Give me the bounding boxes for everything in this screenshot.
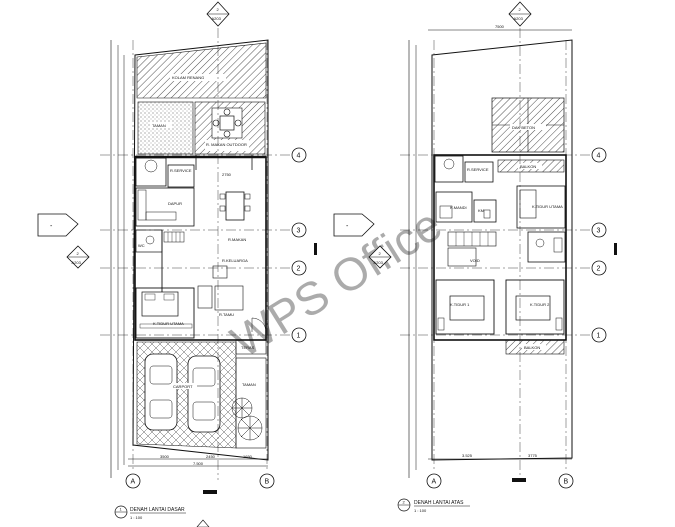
gf-row-bubble-2: 2 — [291, 260, 307, 276]
gf-room-family: R.KELUARGA — [222, 258, 248, 263]
uf-room-balcony: BALKON — [524, 345, 540, 350]
gf-dim-bottom-b: 2450 — [206, 454, 216, 459]
uf-row-bubble-1: 1 — [591, 327, 607, 343]
svg-text:B: B — [265, 479, 270, 486]
uf-dim-bottom-a: 3.525 — [462, 453, 473, 458]
gf-dim-total: 7.500 — [193, 461, 204, 466]
gf-room-pool: KOLAM RENANG — [172, 75, 204, 80]
gf-room-kitchen: DAPUR — [168, 201, 182, 206]
uf-title-block: 2 DENAH LANTAI ATAS 1 : 100 — [397, 498, 470, 513]
gf-room-garden: TAMAN — [152, 123, 166, 128]
svg-text:-: - — [50, 223, 53, 230]
uf-room-void: VOID — [470, 258, 480, 263]
gf-elevation-tag: - — [37, 213, 79, 237]
svg-text:2: 2 — [519, 7, 522, 12]
gf-title-block: 1 DENAH LANTAI DASAR 1 : 100 — [114, 505, 210, 527]
svg-text:4: 4 — [297, 153, 301, 160]
svg-text:A: A — [432, 479, 437, 486]
uf-room-balcony-top: BALKON — [520, 164, 536, 169]
upper-floor-plan: 7500 3.525 3775 DAK BETON BALKON R.SERVI… — [408, 24, 573, 482]
svg-text:-: - — [346, 223, 349, 230]
svg-text:3: 3 — [297, 228, 301, 235]
svg-text:A203: A203 — [72, 260, 82, 265]
gf-col-bubble-b: B — [259, 473, 275, 489]
svg-text:1: 1 — [120, 507, 123, 512]
uf-section-marker-left: 2 A203 — [368, 245, 392, 269]
uf-col-bubble-b: B — [558, 473, 574, 489]
gf-room-master-bed: K.TIDUR UTAMA — [153, 321, 184, 326]
gf-section-marker-top: 2 A203 — [206, 1, 230, 27]
gf-dim-top: 2750 — [222, 172, 232, 177]
uf-title: DENAH LANTAI ATAS — [414, 500, 464, 506]
svg-text:A203: A203 — [212, 16, 222, 21]
svg-text:1: 1 — [597, 333, 601, 340]
gf-title: DENAH LANTAI DASAR — [130, 507, 185, 513]
svg-text:2: 2 — [597, 266, 601, 273]
gf-dim-bottom-c: 1650 — [243, 454, 253, 459]
uf-room-roof: DAK BETON — [512, 125, 535, 130]
gf-room-living: R.TAMU — [219, 312, 234, 317]
gf-room-wc: WC — [138, 243, 145, 248]
svg-text:2: 2 — [77, 251, 80, 256]
svg-text:2: 2 — [217, 7, 220, 12]
uf-section-marker-top: 2 A203 — [508, 1, 532, 27]
grid-lines — [100, 28, 617, 480]
uf-scale: 1 : 100 — [414, 508, 427, 513]
gf-room-laundry: R.SERVICE — [170, 168, 192, 173]
uf-row-bubble-2: 2 — [591, 260, 607, 276]
svg-text:A: A — [131, 479, 136, 486]
svg-text:4: 4 — [597, 153, 601, 160]
gf-row-bubble-3: 3 — [291, 222, 307, 238]
uf-room-bath1: K.MANDI — [450, 205, 467, 210]
gf-row-bubble-1: 1 — [291, 327, 307, 343]
gf-col-bubble-a: A — [125, 473, 141, 489]
uf-col-bubble-a: A — [426, 473, 442, 489]
svg-text:2: 2 — [379, 251, 382, 256]
gf-room-outdoor-dining: R. MAKAN OUTDOOR — [206, 142, 247, 147]
uf-room-bath2: KM — [478, 208, 484, 213]
gf-room-carport: CARPORT — [173, 384, 193, 389]
uf-room-service: R.SERVICE — [467, 167, 489, 172]
uf-elevation-tag: - — [333, 213, 375, 237]
gf-scale: 1 : 100 — [130, 515, 143, 520]
svg-text:2: 2 — [297, 266, 301, 273]
svg-text:A203: A203 — [374, 260, 384, 265]
uf-room-bed2: K.TIDUR 2 — [530, 302, 550, 307]
gf-section-marker-left: 2 A203 — [66, 245, 90, 269]
uf-dim-top: 7500 — [495, 24, 505, 29]
svg-text:1: 1 — [297, 333, 301, 340]
svg-text:3: 3 — [597, 228, 601, 235]
uf-row-bubble-3: 3 — [591, 222, 607, 238]
uf-room-bed1: K.TIDUR 1 — [450, 302, 470, 307]
uf-row-bubble-4: 4 — [591, 147, 607, 163]
gf-dim-bottom-a: 3500 — [160, 454, 170, 459]
gf-room-terrace: TERAS — [241, 345, 255, 350]
gf-room-side-garden: TAMAN — [242, 382, 256, 387]
gf-room-dining: R.MAKAN — [228, 237, 246, 242]
uf-dim-bottom-b: 3775 — [528, 453, 538, 458]
svg-text:A203: A203 — [514, 16, 524, 21]
uf-room-bed-main: K.TIDUR UTAMA — [532, 204, 563, 209]
ground-floor-plan: 3500 2450 1650 7.500 KOLAM RENANG TAMAN … — [110, 39, 269, 494]
svg-text:B: B — [564, 479, 569, 486]
svg-text:2: 2 — [403, 500, 406, 505]
gf-row-bubble-4: 4 — [291, 147, 307, 163]
